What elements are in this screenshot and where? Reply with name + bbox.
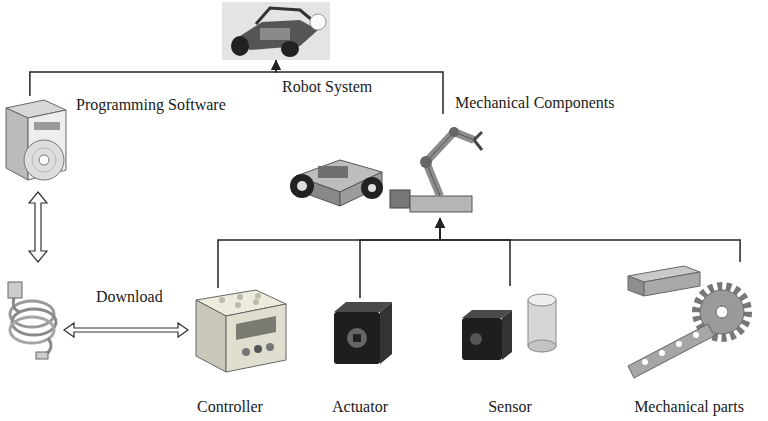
controller-brick bbox=[196, 290, 286, 372]
mechanical-components-illustration bbox=[290, 174, 314, 198]
controller-brick bbox=[236, 316, 276, 340]
mechanical-parts-illustration bbox=[642, 359, 648, 365]
component-caption: Actuator bbox=[332, 398, 388, 416]
software-icon bbox=[24, 140, 64, 180]
mechanical-components-illustration bbox=[410, 196, 472, 212]
controller-brick bbox=[254, 345, 262, 353]
component-node: Actuator bbox=[315, 298, 405, 418]
software-icon bbox=[6, 108, 28, 180]
component-caption: Sensor bbox=[488, 398, 532, 416]
controller-brick bbox=[255, 293, 261, 299]
sensor-parts bbox=[462, 318, 502, 360]
connector-arrow bbox=[276, 60, 443, 114]
component-caption: Mechanical Components bbox=[455, 94, 615, 112]
double-arrow bbox=[64, 323, 188, 337]
actuator-motor bbox=[380, 302, 392, 364]
double-arrow bbox=[64, 323, 188, 337]
software-icon bbox=[6, 100, 66, 180]
mechanical-components-illustration bbox=[420, 156, 432, 168]
component-caption: Programming Software bbox=[76, 96, 226, 114]
robot-photo bbox=[260, 28, 290, 40]
arrow-label: Download bbox=[96, 288, 163, 306]
actuator-motor bbox=[334, 302, 392, 364]
sensor-parts bbox=[502, 310, 512, 360]
mechanical-components-illustration bbox=[297, 181, 307, 191]
cable-icon bbox=[8, 282, 22, 298]
mechanical-parts-illustration bbox=[716, 306, 728, 318]
mechanical-components-illustration bbox=[474, 132, 482, 150]
connector-arrow bbox=[218, 218, 440, 288]
controller-brick bbox=[253, 299, 259, 305]
mechanical-parts-illustration bbox=[659, 350, 665, 356]
mechanical-components-illustration bbox=[426, 132, 474, 196]
mechanical-parts-illustration bbox=[693, 332, 699, 338]
mechanical-parts-illustration bbox=[628, 324, 714, 378]
controller-brick bbox=[219, 297, 225, 303]
controller-brick bbox=[242, 348, 250, 356]
sensor-parts bbox=[462, 294, 556, 360]
mechanical-parts-illustration bbox=[644, 272, 700, 296]
software-icon bbox=[32, 148, 56, 172]
connector-arrow bbox=[440, 218, 740, 262]
mechanical-components-illustration bbox=[449, 127, 459, 137]
component-node: Mechanical parts bbox=[615, 262, 763, 418]
actuator-motor bbox=[347, 328, 367, 348]
cable-icon bbox=[8, 282, 56, 359]
sensor-parts bbox=[528, 294, 556, 306]
double-arrow bbox=[29, 192, 47, 262]
cable-icon bbox=[36, 352, 48, 359]
software-icon bbox=[39, 155, 49, 165]
connector-arrow bbox=[360, 218, 440, 298]
mechanical-components-illustration bbox=[390, 190, 410, 208]
component-node: Robot System bbox=[222, 2, 330, 60]
sensor-parts bbox=[470, 333, 482, 345]
connector-arrow bbox=[440, 218, 510, 286]
mechanical-parts-illustration bbox=[628, 276, 644, 296]
actuator-motor bbox=[334, 312, 380, 364]
controller-brick bbox=[235, 302, 241, 308]
component-caption: Robot System bbox=[282, 78, 372, 96]
controller-brick bbox=[226, 304, 286, 372]
component-caption: Controller bbox=[197, 398, 263, 416]
controller-brick bbox=[237, 294, 243, 300]
component-node: Sensor bbox=[455, 286, 565, 418]
robot-photo bbox=[310, 14, 326, 30]
cable-icon bbox=[13, 298, 20, 312]
sensor-parts bbox=[528, 300, 556, 346]
sensor-parts bbox=[528, 340, 556, 352]
double-arrow bbox=[29, 192, 47, 262]
component-node: Controller bbox=[170, 288, 290, 418]
software-icon bbox=[34, 122, 60, 130]
robot-photo bbox=[222, 2, 330, 60]
actuator-motor bbox=[353, 334, 361, 342]
mechanical-components-illustration bbox=[368, 184, 376, 192]
connector-arrow bbox=[30, 60, 276, 96]
robot-photo bbox=[231, 36, 249, 56]
robot-photo bbox=[256, 8, 312, 24]
mechanical-parts-illustration bbox=[676, 341, 682, 347]
component-node: Programming Software bbox=[2, 96, 70, 188]
robot-photo bbox=[281, 41, 299, 57]
mechanical-components-illustration bbox=[318, 166, 348, 178]
robot-photo bbox=[222, 2, 330, 60]
mechanical-components-illustration bbox=[290, 127, 482, 212]
controller-brick bbox=[266, 343, 274, 351]
component-caption: Mechanical parts bbox=[634, 398, 744, 416]
component-node: Mechanical Components bbox=[285, 114, 485, 218]
mechanical-parts-illustration bbox=[628, 266, 748, 378]
mechanical-components-illustration bbox=[361, 177, 383, 199]
controller-brick bbox=[196, 300, 226, 372]
mechanical-components-illustration bbox=[426, 132, 474, 196]
